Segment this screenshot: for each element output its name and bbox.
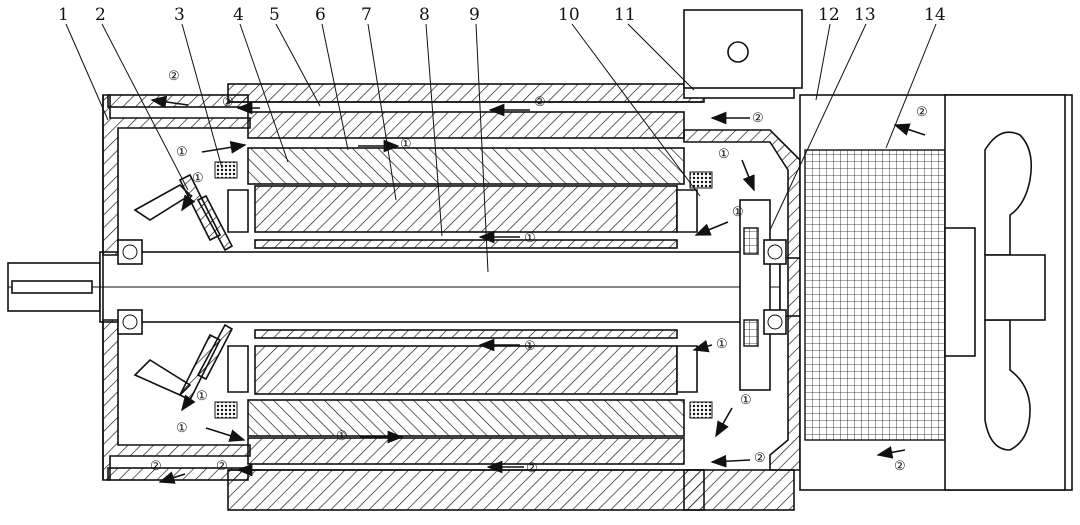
- part-label-5: 5: [269, 5, 280, 25]
- leader-lines: [65, 23, 937, 273]
- part-label-8: 8: [419, 5, 430, 25]
- part-label-11: 11: [614, 5, 636, 25]
- rotor-core: [227, 185, 698, 395]
- part-label-13: 13: [854, 5, 876, 25]
- flow-mark: ①: [740, 393, 752, 408]
- flow-mark: ②: [894, 459, 906, 474]
- flow-mark: ①: [336, 429, 348, 444]
- flow-mark: ①: [716, 337, 728, 352]
- part-label-2: 2: [95, 5, 106, 25]
- flow-mark: ①: [176, 421, 188, 436]
- flow-mark: ②: [526, 461, 538, 476]
- airflow-arrows: [150, 95, 926, 484]
- part-labels: 1 2 3 4 5 6 7 8 9 10 11 12 13 14: [58, 5, 946, 25]
- right-end-shield: [683, 83, 801, 511]
- flow-mark: ①: [192, 171, 204, 186]
- flow-mark: ②: [752, 111, 764, 126]
- end-windings: [214, 161, 713, 419]
- flow-mark: ②: [216, 459, 228, 474]
- flow-mark: ①: [196, 389, 208, 404]
- stator-core: [247, 147, 685, 437]
- part-label-1: 1: [58, 5, 69, 25]
- inner-fan-left: [133, 173, 234, 402]
- flow-mark: ①: [176, 145, 188, 160]
- flow-mark: ②: [754, 451, 766, 466]
- part-label-3: 3: [174, 5, 185, 25]
- fan-cover: [799, 94, 1073, 491]
- part-label-10: 10: [558, 5, 580, 25]
- part-label-12: 12: [818, 5, 840, 25]
- flow-mark: ②: [168, 69, 180, 84]
- flow-mark: ②: [150, 459, 162, 474]
- part-label-4: 4: [233, 5, 244, 25]
- flow-mark: ②: [222, 95, 234, 110]
- flow-mark: ①: [718, 147, 730, 162]
- part-label-9: 9: [469, 5, 480, 25]
- flow-mark: ①: [732, 205, 744, 220]
- terminal-box: [683, 9, 803, 89]
- left-end-shield: [102, 94, 251, 481]
- flow-mark: ①: [524, 231, 536, 246]
- part-label-6: 6: [315, 5, 326, 25]
- part-label-7: 7: [361, 5, 372, 25]
- frame-housing: [227, 83, 705, 511]
- flow-mark: ①: [400, 137, 412, 152]
- flow-mark: ①: [524, 339, 536, 354]
- flow-mark: ②: [534, 95, 546, 110]
- flow-marks: ② ② ② ② ② ① ① ① ① ① ① ① ① ① ① ① ① ② ② ② …: [150, 69, 928, 476]
- flow-mark: ②: [916, 105, 928, 120]
- part-label-14: 14: [924, 5, 946, 25]
